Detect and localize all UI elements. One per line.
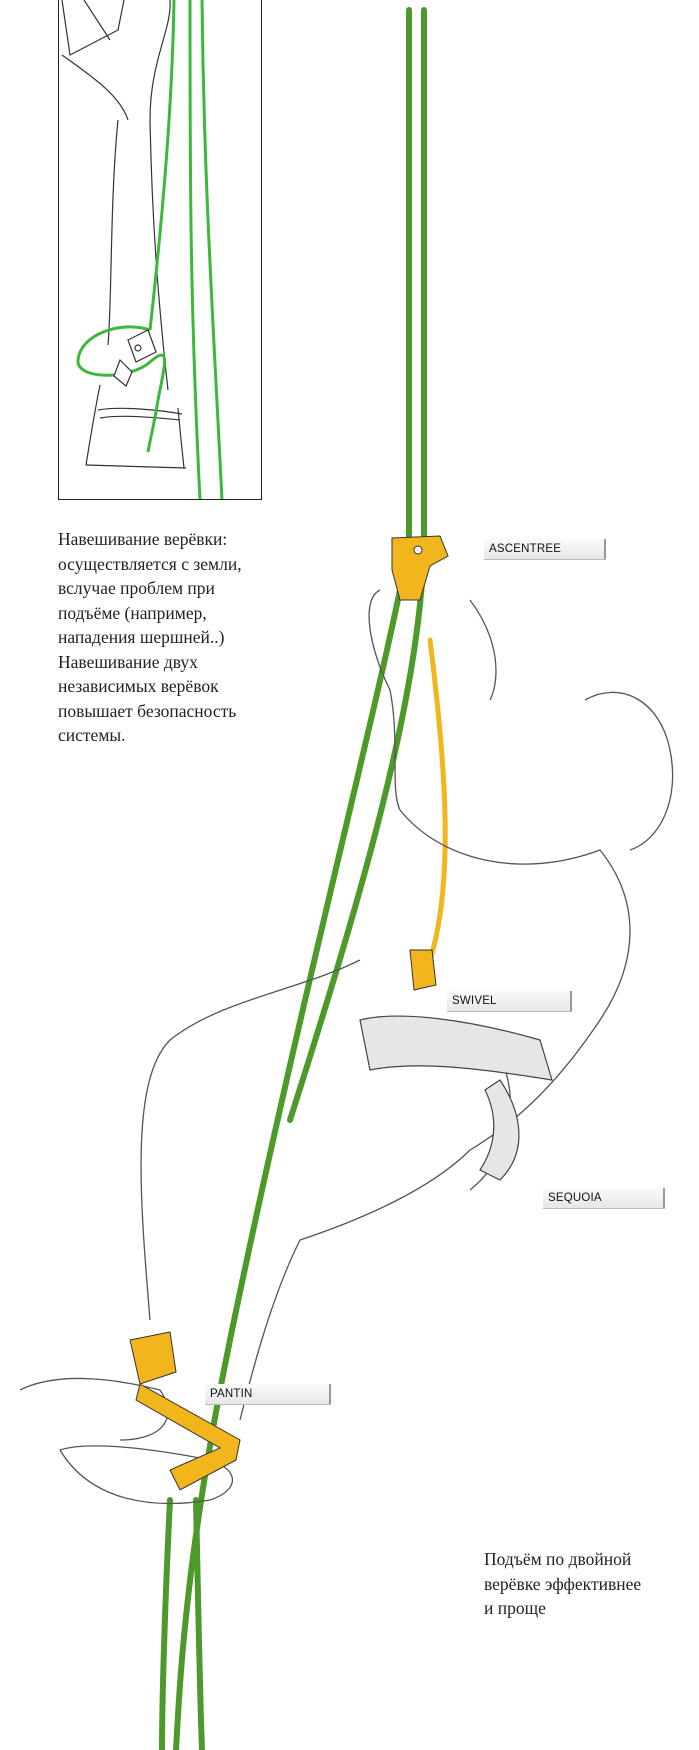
harness — [360, 1016, 552, 1180]
lanyard — [430, 640, 445, 960]
ascentree-label: ASCENTREE — [484, 539, 606, 559]
inset-tree-frame — [58, 0, 262, 500]
ascentree-device — [392, 536, 448, 600]
sequoia-label: SEQUOIA — [543, 1188, 665, 1208]
pantin-device — [130, 1332, 240, 1490]
pantin-label: PANTIN — [205, 1384, 331, 1404]
rope-installation-caption: Навешивание верёвки: осуществляется с зе… — [58, 527, 298, 748]
swivel-device — [410, 950, 436, 990]
swivel-label: SWIVEL — [447, 991, 572, 1011]
double-rope-ascent-caption: Подъём по двойной верёвке эффективнее и … — [484, 1547, 684, 1621]
